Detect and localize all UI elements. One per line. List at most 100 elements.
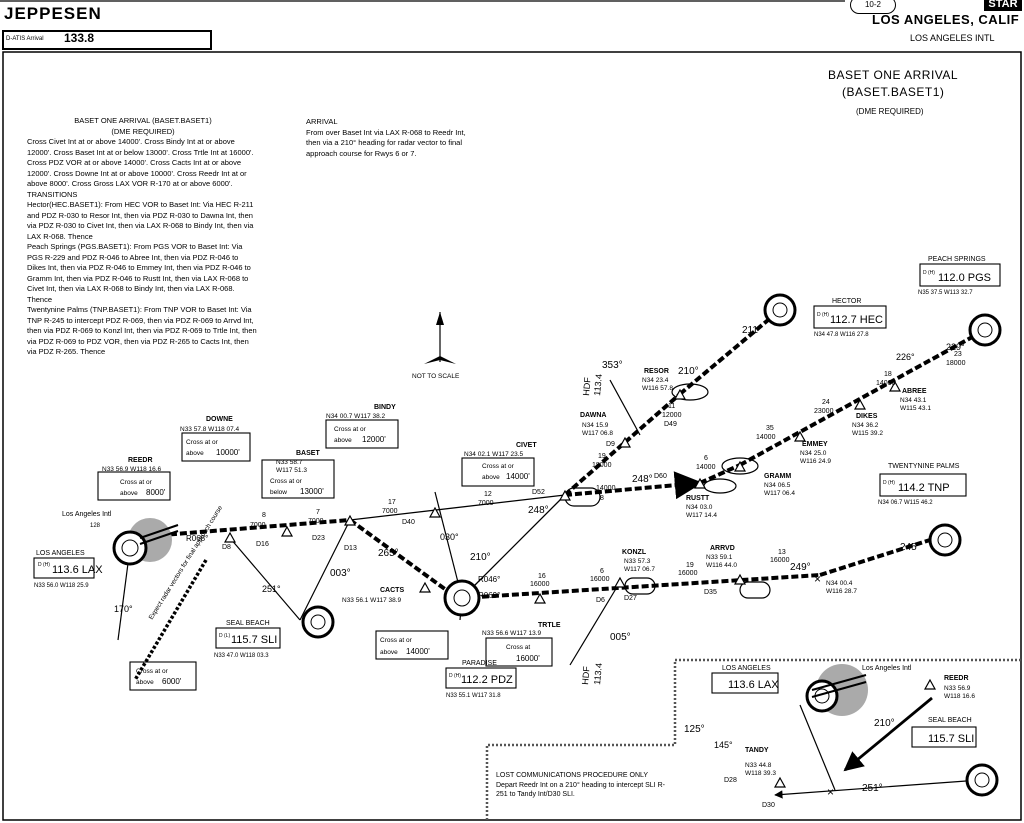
inset-reedr-lon: W118 16.6 [944,693,975,700]
dawna-name: DAWNA [580,412,606,419]
dme-d8: D8 [222,544,231,551]
desc-twenty: Twentynine Palms (TNP.BASET1): From TNP … [27,305,257,356]
hdg-005: 005° [610,632,631,643]
bindy-triangle [428,506,442,518]
arrival-description: ARRIVAL From over Baset Int via LAX R-06… [306,117,471,159]
leg-16000d: 16000 [770,557,790,564]
civet-cross1: Cross at or [482,463,515,470]
leg-7000b: 7000 [308,518,324,525]
gross-cross-box [129,661,197,691]
dme-d23: D23 [312,535,325,542]
rustt-triangle [693,477,707,489]
dme-d16: D16 [256,541,269,548]
pdz-box [445,667,517,689]
konzl-name: KONZL [622,549,647,556]
leg-14000d: 14000 [876,380,896,387]
downe-triangle [280,525,294,537]
leg-18: 18 [884,371,892,378]
leg-7000a: 7000 [250,522,266,529]
hold-rustt [703,478,737,494]
hdg-251b: 251° [262,584,281,594]
inset-reedr-lat: N33 56.9 [944,685,971,692]
leg-14000b: 14000 [696,464,716,471]
dme-d6: D6 [596,597,605,604]
arrvd-triangle [733,573,747,585]
atis-label: D-ATIS Arrival [6,36,44,42]
downe-cross2: above [186,450,204,457]
rustt-name: RUSTT [686,495,710,502]
bindy-alt: 12000' [362,435,386,444]
leg-23: 23 [954,351,962,358]
dme-d35: D35 [704,589,717,596]
inset-lax-name: LOS ANGELES [722,665,771,672]
d30-mark: × [827,785,834,799]
dme-d60: D60 [654,473,667,480]
leg-14000c: 14000 [756,434,776,441]
procedure-code: (BASET.BASET1) [842,85,945,99]
hdg-r069: R069° [478,591,500,600]
hold-arrvd [739,581,771,599]
dikes-triangle [853,398,867,410]
tandy-lat: N33 44.8 [745,762,772,769]
tnp-ch: D (H) [883,480,895,486]
tnp-name: TWENTYNINE PALMS [888,463,960,470]
trtle-coord: N33 56.6 W117 13.9 [482,630,542,637]
dikes-name: DIKES [856,413,878,420]
inset-border [485,658,1021,820]
gross-cross2: above [136,679,154,686]
emmey-lat: N34 25.0 [800,450,827,457]
baset-cross1: Cross at or [270,478,303,485]
hdg-003: 003° [330,568,351,579]
emmey-lon: W116 24.9 [800,458,831,465]
dawna-lat: N34 15.9 [582,422,609,429]
hec-freq: 112.7 HEC [830,314,883,326]
hold-resor [671,383,709,401]
dme-d49: D49 [664,421,677,428]
cacts-triangle [418,581,432,593]
tnp-box [879,473,967,497]
tnp-intercept-mark: × [814,572,821,586]
trtle-name: TRTLE [538,622,561,629]
dme-required-note: (DME REQUIRED) [856,107,924,116]
inset-reedr-triangle [923,678,937,690]
airport-name: LOS ANGELES INTL [910,33,995,43]
civet-cross-box [461,457,535,487]
bindy-cross2: above [334,437,352,444]
hdg-251: 251° [862,783,883,794]
konzl-triangle [613,576,627,588]
sli-box [215,627,281,649]
bindy-name: BINDY [374,404,396,411]
lax-runways [139,524,867,698]
civet-cross2: above [482,474,500,481]
emmey-triangle [793,430,807,442]
pgs-box [919,263,1001,287]
dme-d28: D28 [724,777,737,784]
pdz-name: PARADISE [462,660,497,667]
arrvd-name: ARRVD [710,545,735,552]
cacts-name: CACTS [380,587,404,594]
desc-crossing: Cross Civet Int at or above 14000'. Cros… [27,137,254,188]
leg-6: 6 [600,568,604,575]
hdg-248a: 248° [632,474,653,485]
leg-12000: 12000 [662,412,682,419]
tandy-name: TANDY [745,747,769,754]
leg-16000c: 16000 [678,570,698,577]
downe-coord: N33 57.8 W118 07.4 [180,426,240,433]
pgs-name: PEACH SPRINGS [928,256,986,263]
sli-name: SEAL BEACH [226,620,270,627]
resor-name: RESOR [644,368,669,375]
hold-gramm [721,457,759,475]
leg-16a: 16 [538,573,546,580]
hdg-210a: 210° [678,366,699,377]
tnp-freq: 114.2 TNP [898,482,950,494]
bindy-cross1: Cross at or [334,426,367,433]
lost-comm-title: LOST COMMUNICATIONS PROCEDURE ONLY [496,772,649,779]
pdz-ch: D (H) [449,673,461,679]
leg-14000: 14000 [596,485,616,492]
tandy-lon: W118 39.3 [745,770,776,777]
reedr-triangle [223,531,237,543]
dme-d30: D30 [762,802,775,809]
reedr-cross-box [97,471,171,501]
sli-ch: D (L) [219,633,230,639]
